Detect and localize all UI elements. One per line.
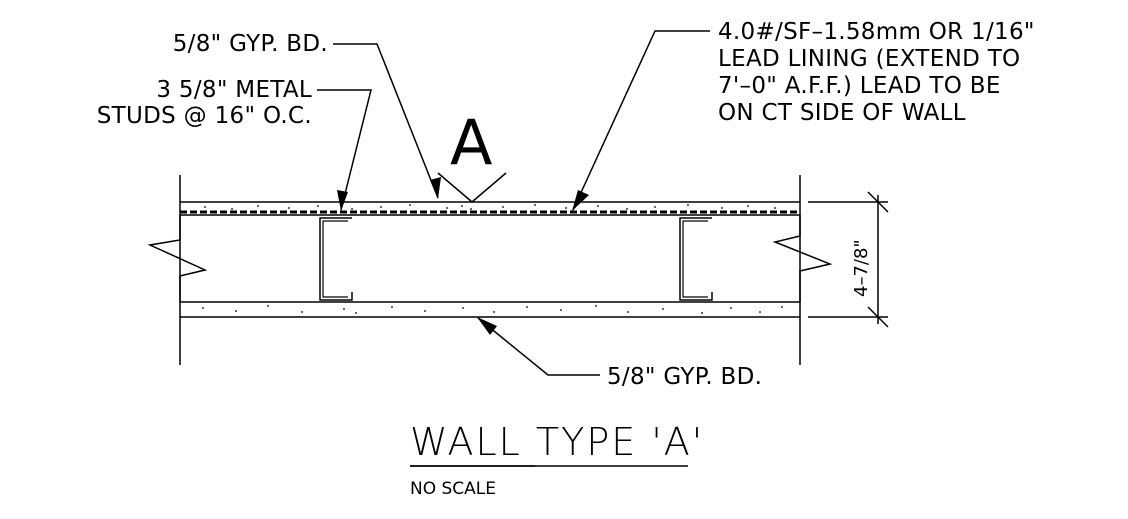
- drawing-title: WALL TYPE 'A': [410, 420, 705, 464]
- right-metal-stud-inner: [682, 220, 708, 298]
- arrow-lead: [572, 190, 589, 211]
- arrow-studs: [337, 190, 348, 211]
- leader-gyp-top: [333, 43, 439, 199]
- section-mark-letter: A: [450, 106, 493, 179]
- dimension-label: 4–7/8": [851, 239, 872, 297]
- bottom-gyp-stipple: [202, 305, 783, 314]
- drawing-scale: NO SCALE: [410, 479, 497, 499]
- label-gyp-bottom: 5/8" GYP. BD.: [607, 364, 763, 390]
- left-metal-stud-inner: [322, 220, 348, 298]
- leader-studs: [317, 89, 372, 211]
- arrow-gyp-bottom: [477, 317, 497, 335]
- label-lead-line4: ON CT SIDE OF WALL: [718, 100, 966, 126]
- dimension-tick-top: [867, 191, 889, 213]
- right-break-line: [772, 215, 833, 302]
- label-lead-line1: 4.0#/SF–1.58mm OR 1/16": [718, 19, 1035, 45]
- left-break-line: [147, 215, 208, 302]
- label-studs-line1: 3 5/8" METAL: [156, 77, 312, 103]
- leader-gyp-bottom: [477, 317, 600, 376]
- label-gyp-top: 5/8" GYP. BD.: [172, 31, 328, 57]
- left-metal-stud: [319, 217, 353, 301]
- section-mark-chevron: [437, 172, 507, 203]
- leader-lead: [572, 30, 710, 211]
- label-lead-line2: LEAD LINING (EXTEND TO: [718, 46, 1021, 72]
- label-lead-line3: 7'–0" A.F.F.) LEAD TO BE: [718, 73, 1001, 99]
- dimension-tick-bottom: [867, 306, 889, 328]
- arrow-gyp-top: [430, 177, 441, 199]
- label-studs-line2: STUDS @ 16" O.C.: [96, 103, 312, 129]
- top-gyp-stipple: [204, 204, 776, 210]
- right-metal-stud: [679, 217, 713, 301]
